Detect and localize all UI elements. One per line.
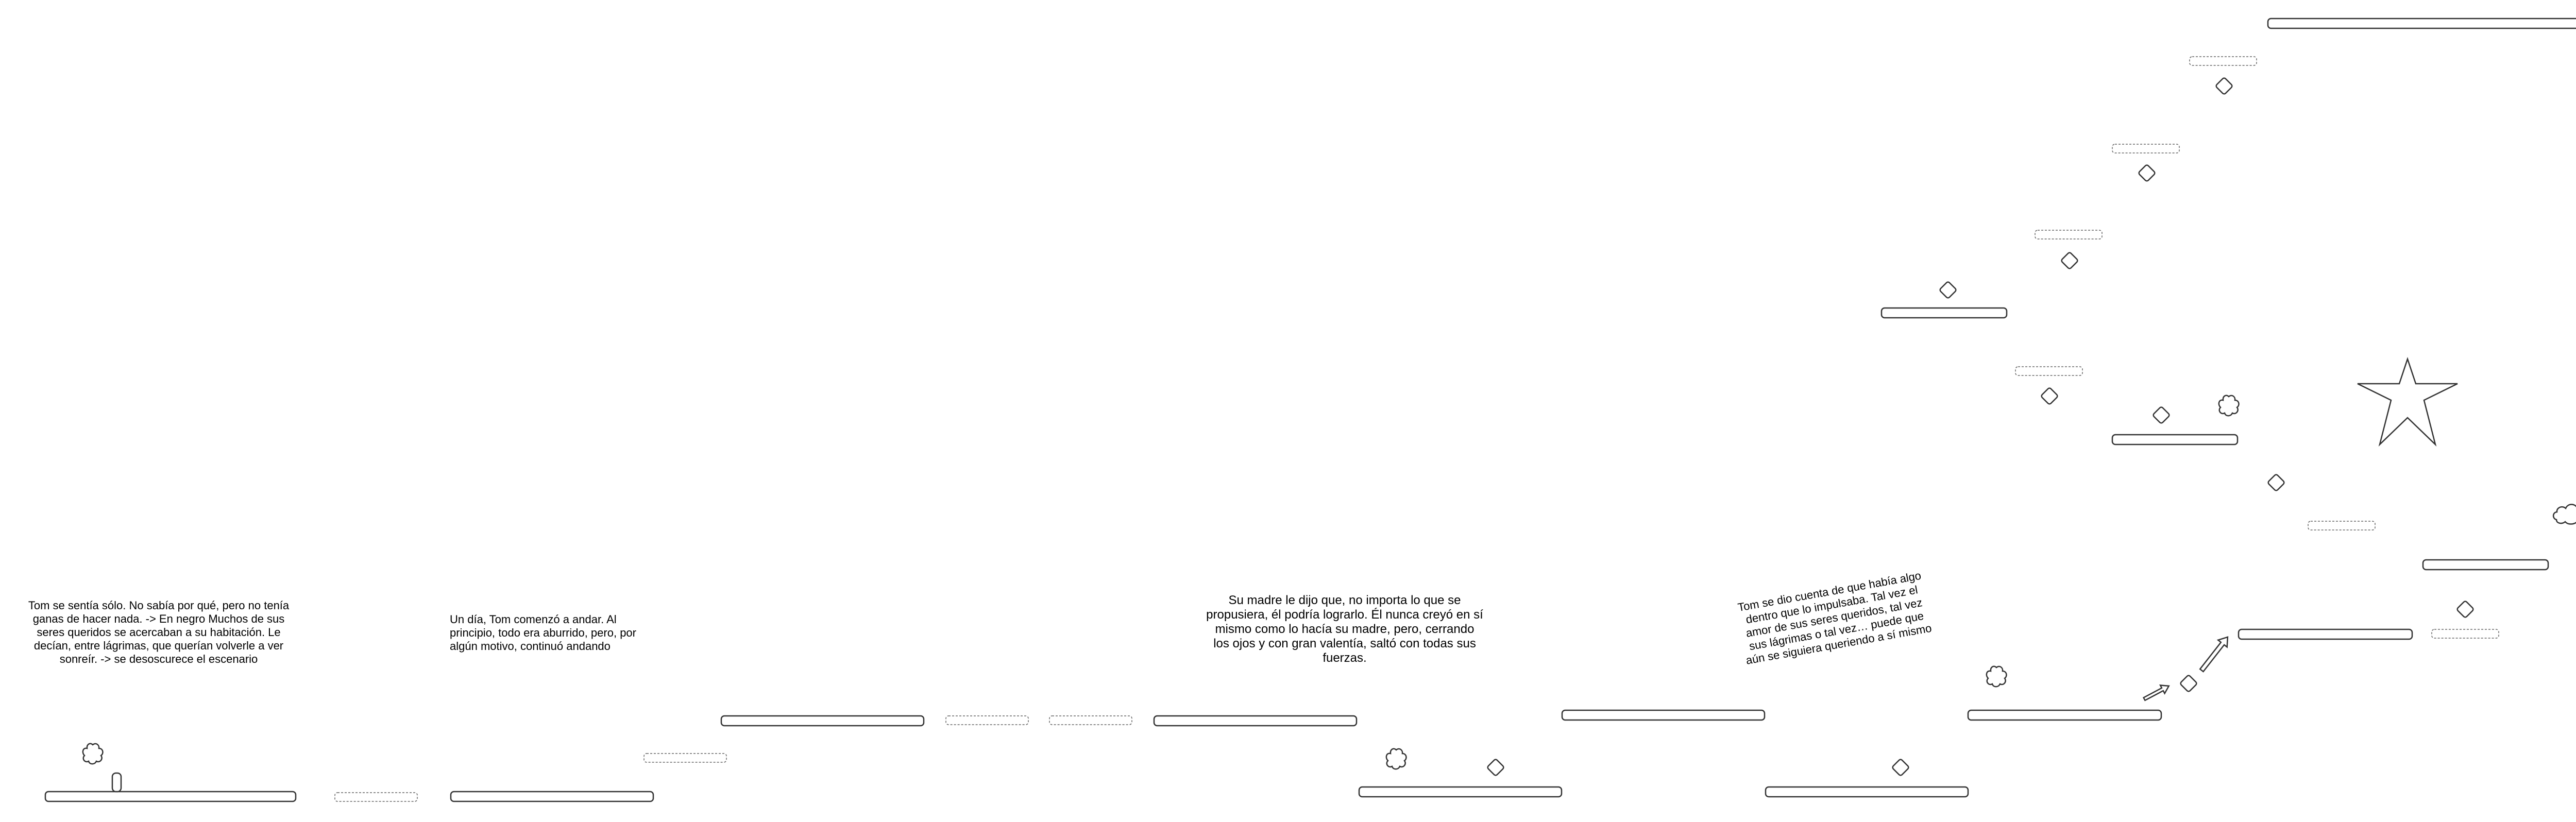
diamond-gem-icon [2456,601,2474,618]
diamond-gem-icon [2041,387,2058,405]
ghost-platform [2189,56,2257,66]
flower-bush-icon [1385,748,1407,770]
ghost-platform [2035,230,2103,239]
platform [1153,715,1358,727]
platform [2238,628,2413,640]
ghost-platform [1049,715,1132,725]
diamond-gem-icon [1487,759,1504,776]
arrow-booster-icon [2199,636,2229,673]
ghost-platform [2431,629,2499,639]
flower-bush-icon [2218,395,2240,417]
platform [720,715,925,727]
diamond-gem-icon [2180,675,2197,692]
diamond-gem-icon [1939,281,1957,299]
platform [1561,709,1766,721]
platform [1967,709,2162,721]
story-text-1: Tom se sentía sólo. No sabía por qué, pe… [28,599,290,665]
platform [44,791,297,802]
platform [1880,307,2008,319]
ghost-platform [334,792,418,802]
platform [1765,786,1969,798]
diamond-gem-icon [2267,474,2285,491]
arrow-booster-icon [2142,684,2170,701]
flower-bush-icon [1986,665,2007,688]
diamond-gem-icon [2061,252,2078,269]
ghost-platform [643,753,727,763]
platform [1358,786,1563,798]
flower-bush-icon [82,743,104,765]
platform [2267,18,2576,29]
diamond-gem-icon [2153,406,2170,424]
ghost-platform [2308,521,2376,530]
diamond-gem-icon [2215,77,2233,95]
ghost-platform [2015,366,2083,376]
ghost-platform [945,715,1029,725]
platform [450,791,654,802]
diamond-gem-icon [2138,164,2156,182]
player-character [111,772,122,793]
platform [2111,434,2239,446]
story-text-3: Su madre le dijo que, no importa lo que … [1206,593,1483,665]
platform [2422,559,2549,571]
ghost-platform [2112,144,2180,153]
cloud-icon [2552,504,2576,525]
star-goal-icon [2357,357,2458,447]
story-text-2: Un día, Tom comenzó a andar. Al principi… [450,613,636,653]
diamond-gem-icon [1892,759,1909,776]
